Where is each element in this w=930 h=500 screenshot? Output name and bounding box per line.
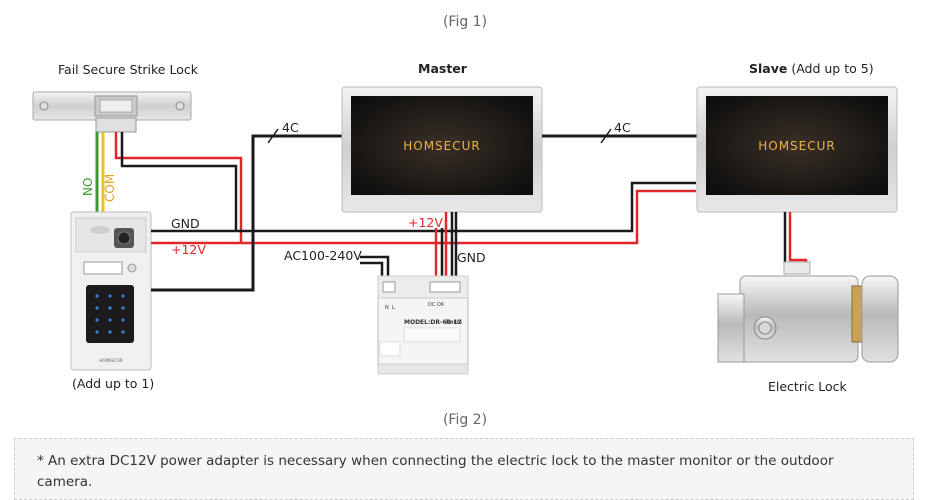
wiring-diagram: NO COM HOMSECUR HOMSECUR: [32, 86, 899, 375]
v12-left-label: +12V: [171, 242, 206, 257]
strike-lock-power-wires: [114, 132, 243, 243]
slave-brand: HOMSECUR: [758, 139, 836, 153]
slave-label-bold: Slave: [749, 61, 788, 76]
power-bus: [151, 181, 696, 245]
psu-terminal-n: N: [385, 305, 389, 311]
master-monitor: HOMSECUR: [341, 86, 543, 213]
fig2-caption: (Fig 2): [442, 412, 488, 428]
outdoor-camera-label: (Add up to 1): [72, 376, 155, 391]
master-power-wires: [434, 212, 458, 278]
gnd-center-label: GND: [457, 250, 486, 265]
wire-4c-right-label: 4C: [614, 120, 631, 135]
psu-model: MODEL:DR-60-12: [404, 319, 462, 326]
no-label: NO: [81, 178, 95, 196]
slave-label: Slave (Add up to 5): [749, 61, 874, 76]
slave-label-rest: (Add up to 5): [787, 61, 874, 76]
slave-lock-wires: [783, 212, 808, 268]
strike-lock-label: Fail Secure Strike Lock: [58, 62, 198, 77]
note-text: * An extra DC12V power adapter is necess…: [37, 453, 834, 490]
outdoor-camera: HOMSECUR: [70, 211, 152, 371]
gnd-left-label: GND: [171, 216, 200, 231]
v12-center-label: +12V: [408, 215, 443, 230]
psu-rohs: RoHS: [446, 319, 462, 326]
power-supply: N L DC OK MODEL:DR-60-12 RoHS: [377, 275, 469, 375]
camera-brand: HOMSECUR: [99, 358, 122, 363]
wire-4c-left-label: 4C: [282, 120, 299, 135]
ac-input-label: AC100-240V: [284, 248, 362, 263]
master-label: Master: [418, 61, 467, 76]
wire-4c-left-tick: [267, 128, 279, 144]
fig1-caption: (Fig 1): [442, 14, 488, 30]
strike-lock: [32, 91, 192, 133]
note-box: * An extra DC12V power adapter is necess…: [14, 438, 914, 500]
psu-dc-ok: DC OK: [428, 302, 445, 308]
master-brand: HOMSECUR: [403, 139, 481, 153]
slave-monitor: HOMSECUR: [696, 86, 898, 213]
psu-terminal-l: L: [392, 305, 395, 311]
electric-lock-label: Electric Lock: [768, 379, 847, 394]
com-label: COM: [103, 174, 117, 202]
wire-4c-right-tick: [600, 128, 612, 144]
camera-4c-wire: [151, 134, 342, 292]
electric-lock: [717, 261, 899, 363]
